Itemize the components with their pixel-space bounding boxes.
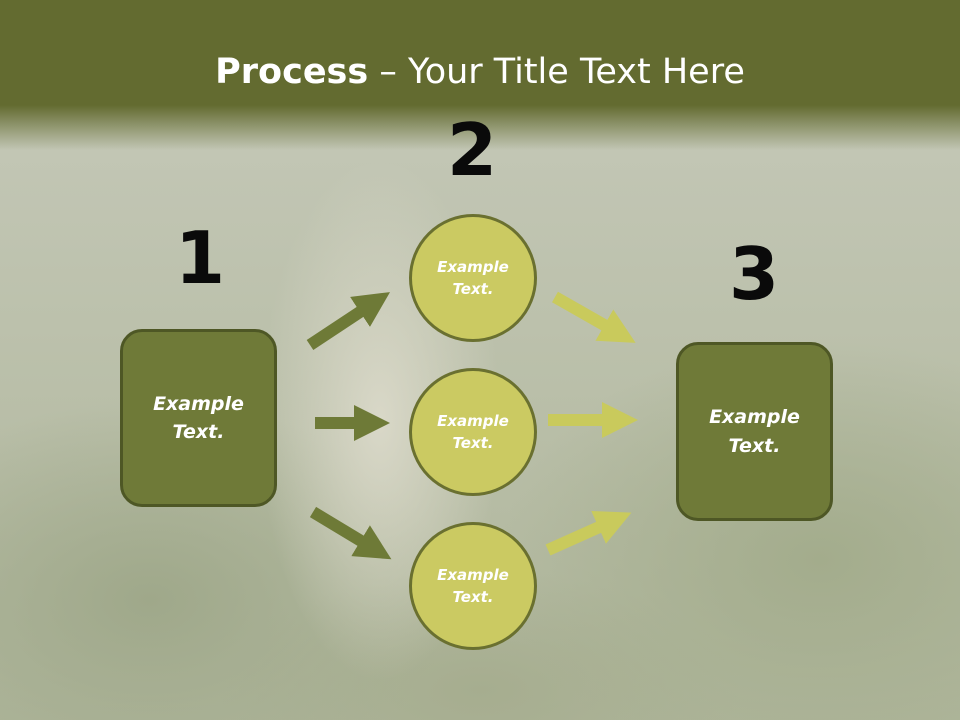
step-1-box: Example Text. [120, 329, 277, 507]
step-2-circle-a: Example Text. [409, 214, 537, 342]
arrow-1-to-2c [309, 506, 392, 560]
arrow-2c-to-3 [545, 510, 632, 556]
title-rest: – Your Title Text Here [368, 52, 745, 92]
step-number-2: 2 [446, 108, 498, 192]
step-3-text: Example Text. [709, 406, 800, 457]
step-1-text: Example Text. [153, 392, 244, 444]
title-bold: Process [215, 52, 369, 92]
circle-text: Example Text. [437, 411, 509, 453]
step-2-circle-c: Example Text. [409, 522, 537, 650]
circle-text: Example Text. [437, 257, 509, 299]
step-3-box: Example Text. [676, 342, 833, 521]
arrow-1-to-2a [306, 292, 391, 351]
step-number-1: 1 [174, 216, 226, 300]
step-number-3: 3 [728, 232, 780, 316]
title-band [0, 0, 960, 150]
arrow-2a-to-3 [552, 291, 636, 343]
circle-text: Example Text. [437, 565, 509, 607]
slide-title: Process – Your Title Text Here [0, 52, 960, 92]
step-2-circle-b: Example Text. [409, 368, 537, 496]
